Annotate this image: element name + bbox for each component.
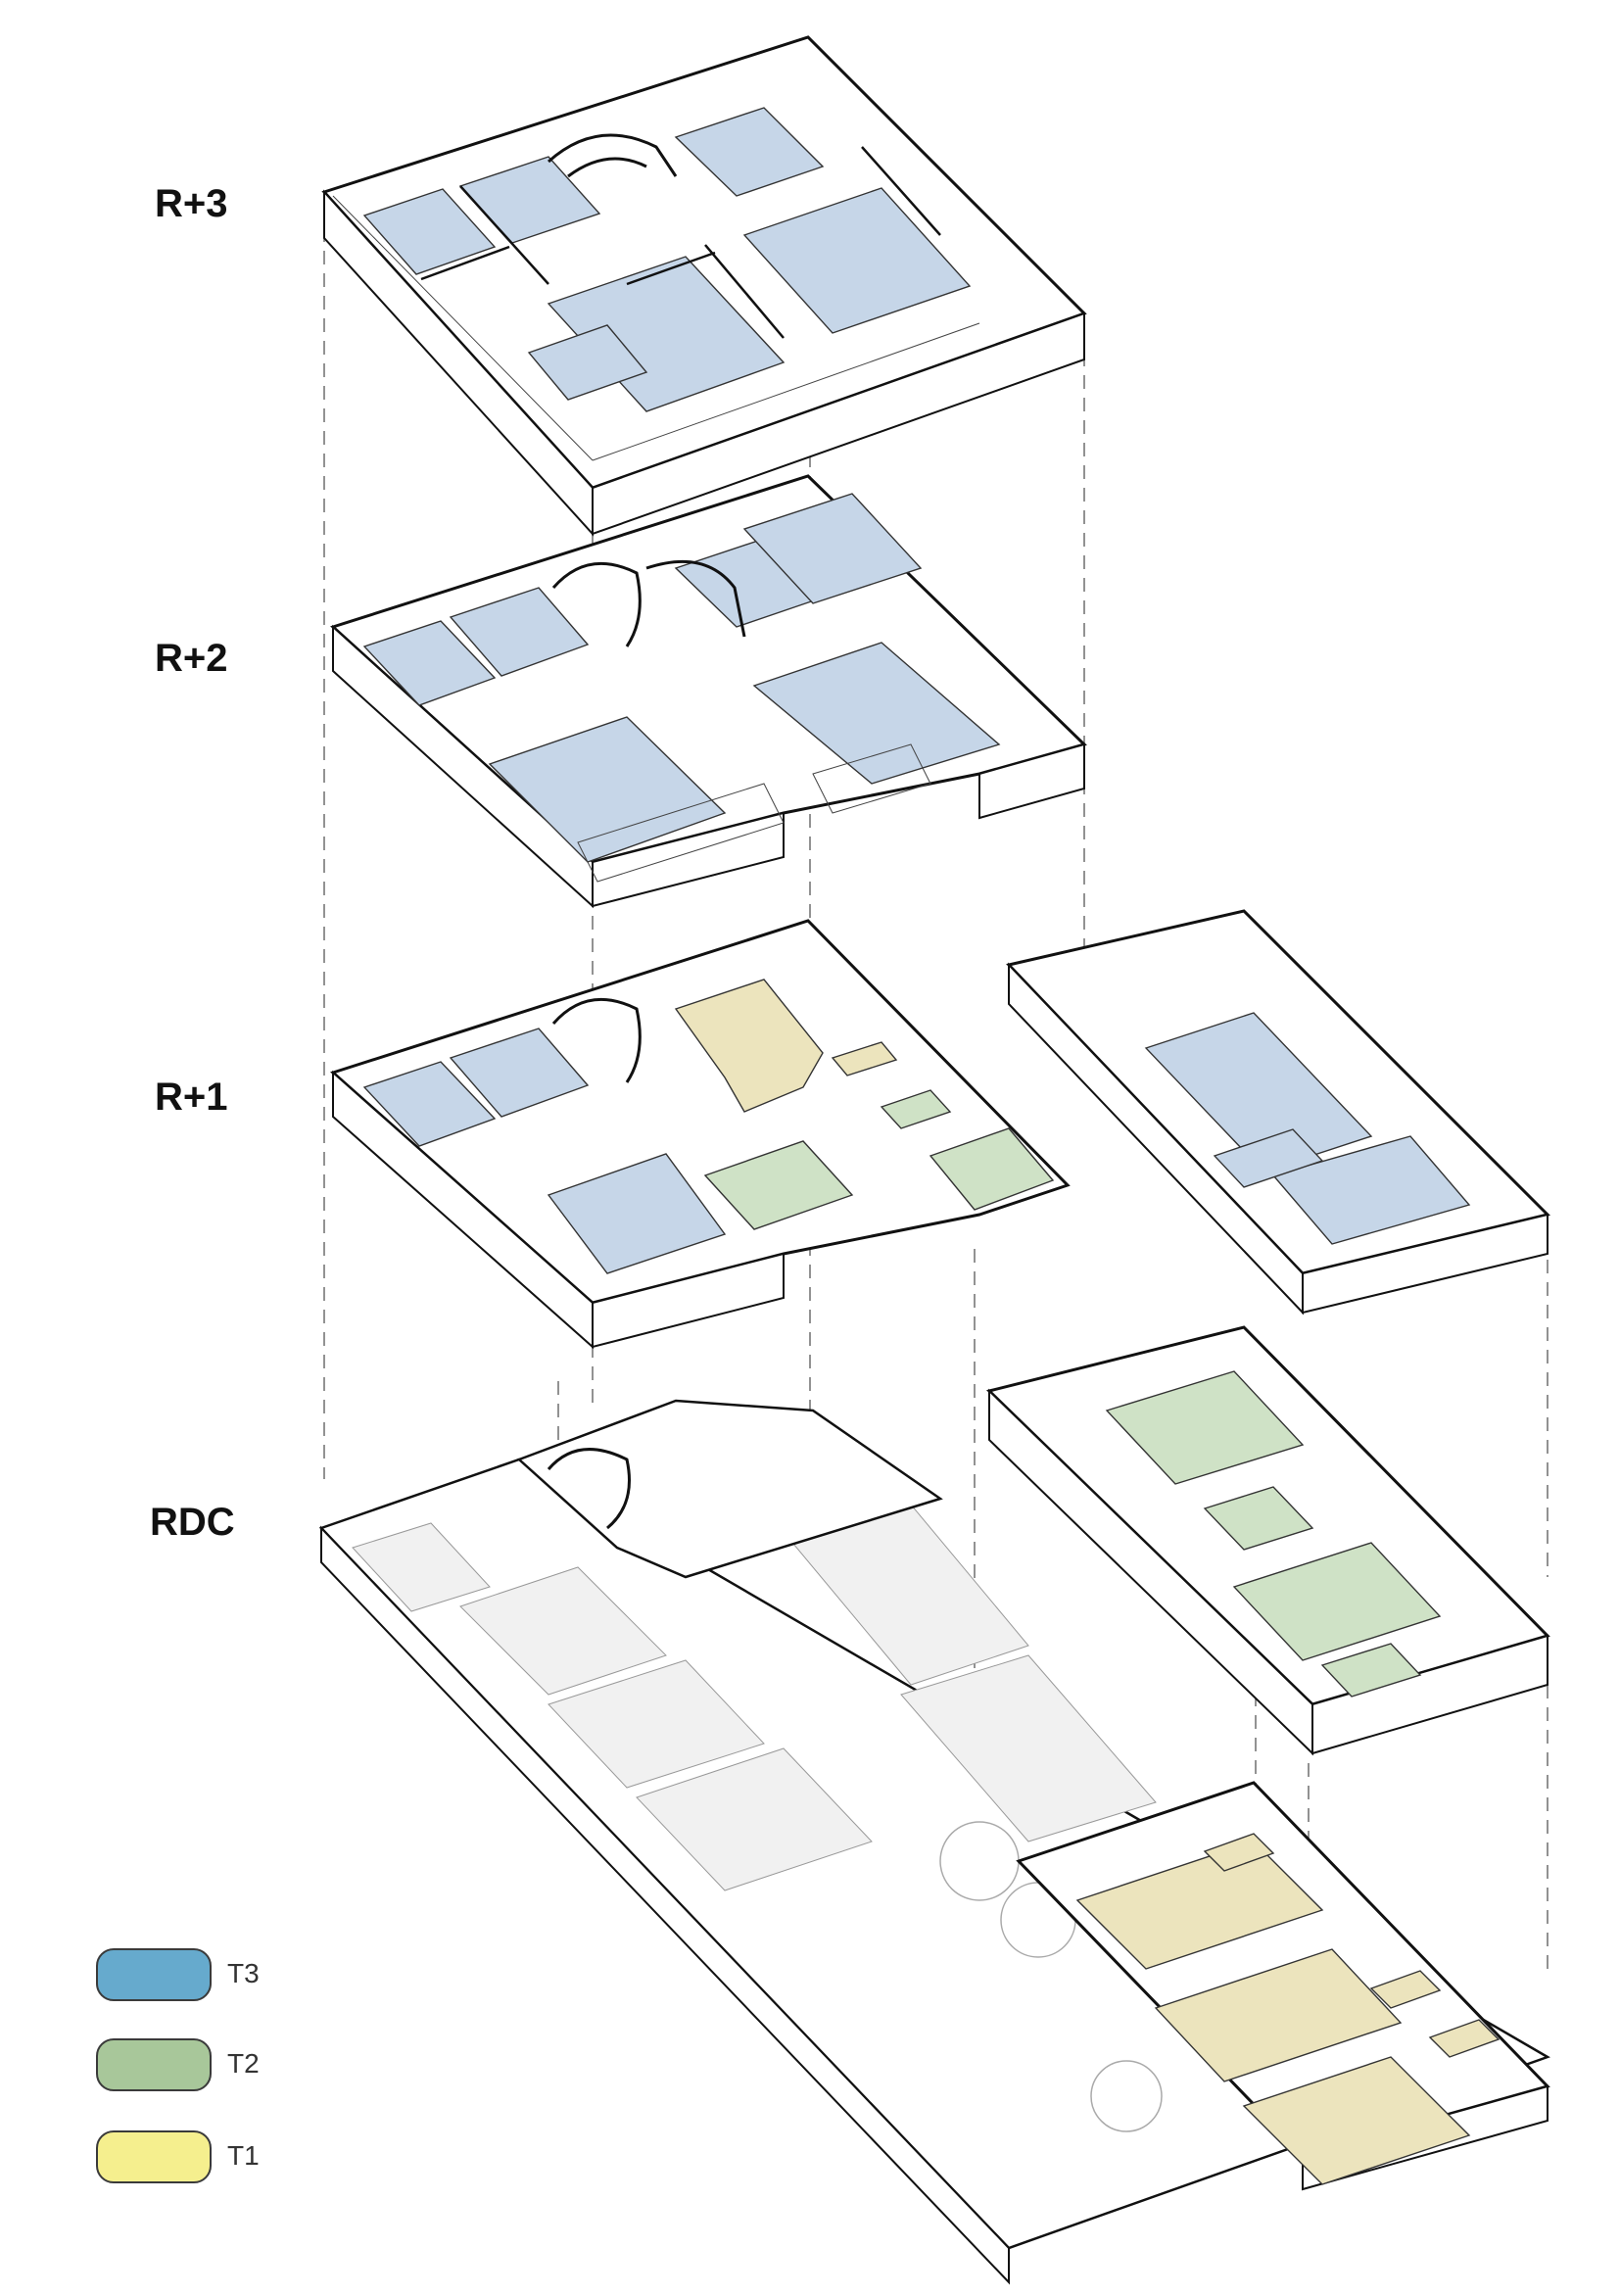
floor-r3 xyxy=(321,35,1087,537)
level-label-r2: R+2 xyxy=(155,637,228,680)
legend-item-t2: T2 xyxy=(96,2038,390,2097)
stair-r1 xyxy=(551,997,642,1083)
legend-swatch-t2 xyxy=(96,2038,212,2091)
floor-r2 xyxy=(330,474,1087,909)
legend-label-t2: T2 xyxy=(227,2048,260,2079)
floor-r1-annex xyxy=(1006,909,1550,1315)
t1-unit-r1 xyxy=(674,979,898,1113)
legend-label-t3: T3 xyxy=(227,1958,260,1988)
legend-swatch-t3 xyxy=(96,1948,212,2001)
stair-r3 xyxy=(547,133,678,178)
t3-units-r3 xyxy=(362,107,972,412)
floor-r1 xyxy=(330,919,1071,1350)
ground-building-core xyxy=(516,1399,943,1579)
stair-rdc xyxy=(547,1448,631,1530)
legend-item-t1: T1 xyxy=(96,2130,390,2189)
t1-units-ground xyxy=(1075,1833,1501,2185)
interior-walls-r3 xyxy=(420,146,941,339)
legend-label-t1: T1 xyxy=(227,2140,260,2171)
level-label-r3: R+3 xyxy=(155,182,228,225)
t3-units-r1-annex xyxy=(1144,1012,1471,1245)
t3-units-r2 xyxy=(362,493,1001,863)
block-t2-annex xyxy=(986,1325,1550,1756)
t3-units-r1 xyxy=(362,1028,727,1274)
level-label-rdc: RDC xyxy=(150,1501,235,1544)
balcony-r2 xyxy=(577,743,931,883)
legend-swatch-t1 xyxy=(96,2130,212,2183)
t2-units-r1 xyxy=(703,1089,1055,1230)
balcony-rail-r3 xyxy=(332,195,980,461)
level-label-r1: R+1 xyxy=(155,1076,228,1119)
block-t1-ground xyxy=(1016,1781,1550,2191)
stair-r2 xyxy=(551,559,746,647)
legend-item-t3: T3 xyxy=(96,1948,390,2007)
t2-units-annex xyxy=(1105,1370,1442,1698)
